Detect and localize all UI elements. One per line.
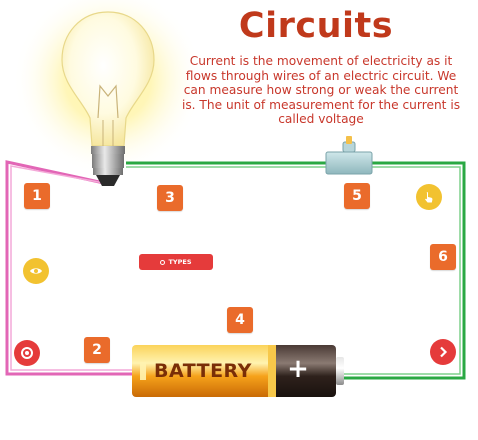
hotspot-6[interactable]: 6: [430, 244, 456, 270]
battery-positive-terminal: +: [287, 354, 309, 384]
hotspot-2[interactable]: 2: [84, 337, 110, 363]
page-title: Circuits: [238, 6, 394, 46]
touch-button[interactable]: [416, 184, 442, 210]
record-icon: [21, 347, 33, 359]
description-text: Current is the movement of electricity a…: [181, 54, 461, 127]
hotspot-5[interactable]: 5: [344, 183, 370, 209]
battery-label: BATTERY: [154, 360, 252, 382]
circle-icon: [160, 259, 166, 265]
hand-pointer-icon: [425, 191, 433, 202]
hotspot-1[interactable]: 1: [24, 183, 50, 209]
eye-icon: [30, 268, 42, 274]
hotspot-3[interactable]: 3: [157, 185, 183, 211]
view-button[interactable]: [23, 258, 49, 284]
next-button[interactable]: [430, 339, 456, 365]
types-button-label: TYPES: [168, 258, 192, 266]
types-button[interactable]: TYPES: [139, 254, 213, 270]
chevron-right-icon: [440, 346, 448, 358]
record-button[interactable]: [14, 340, 40, 366]
hotspot-4[interactable]: 4: [227, 307, 253, 333]
